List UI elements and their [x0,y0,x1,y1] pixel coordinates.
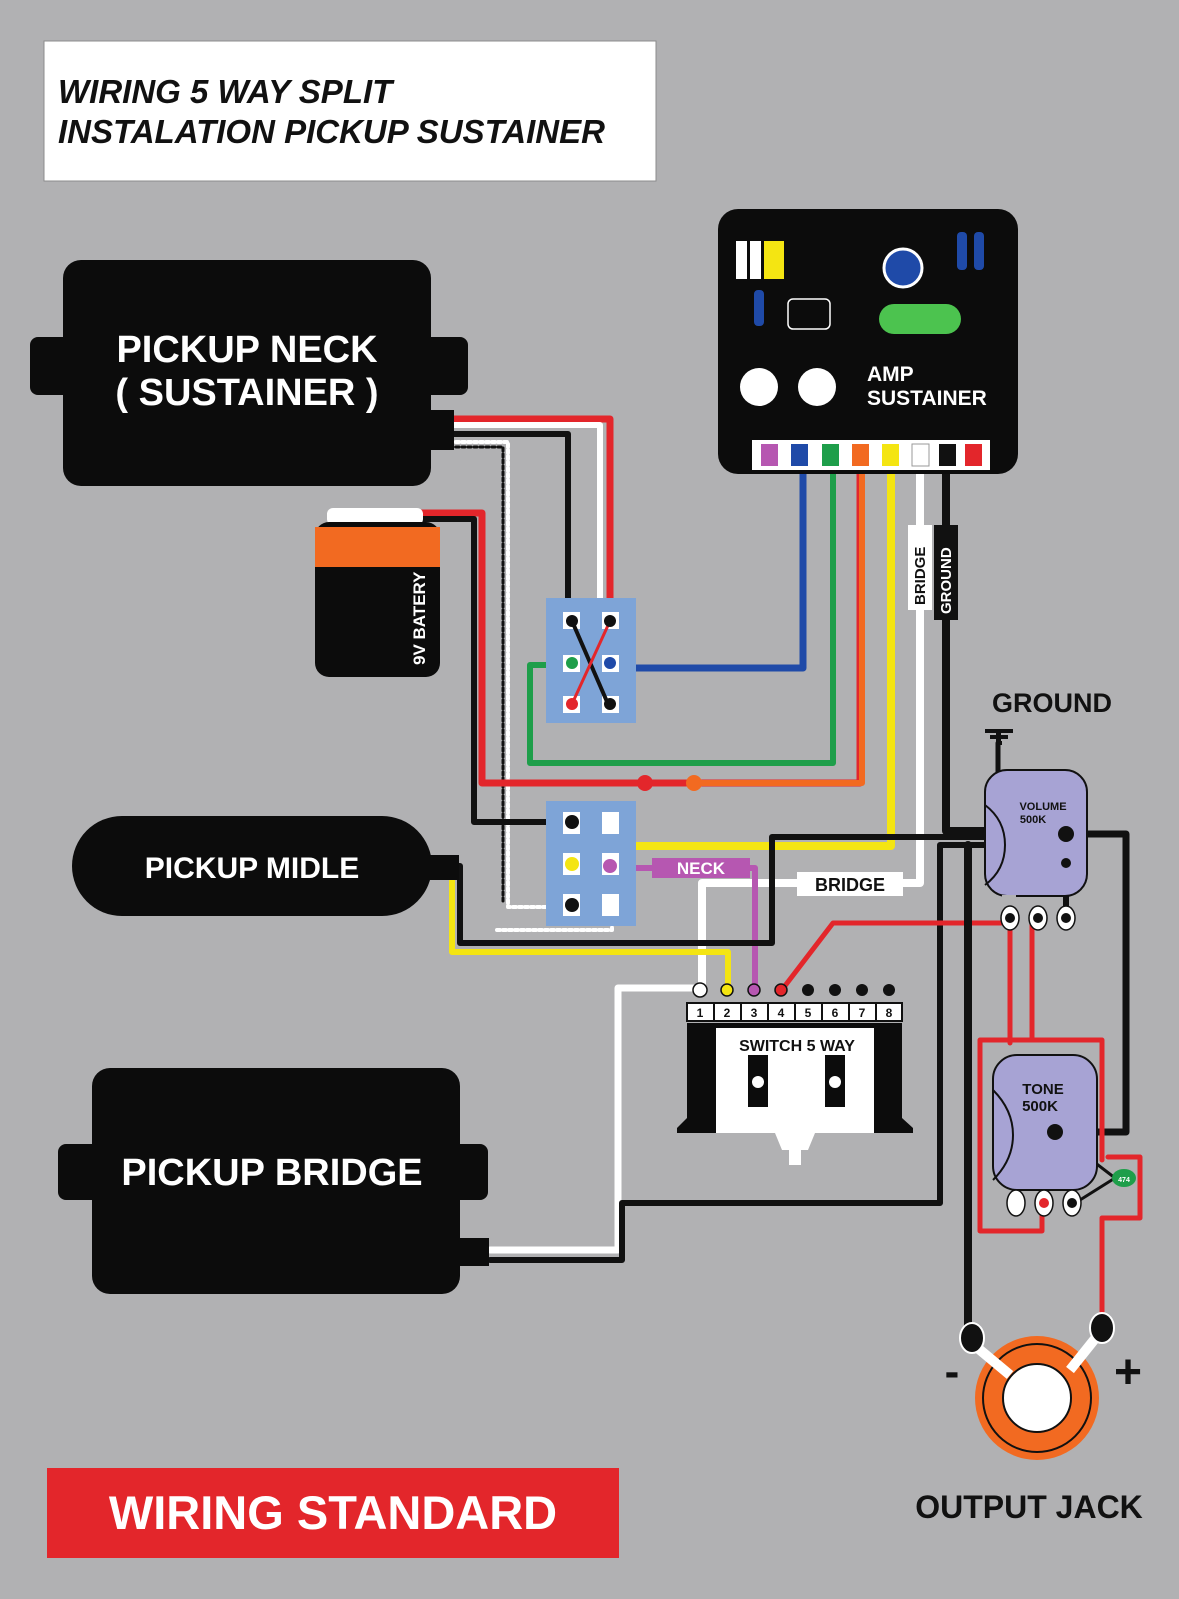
red-junction-dot [637,775,653,791]
amp-sustainer-board: AMP SUSTAINER [718,209,1018,474]
push-pull-switch-upper [546,598,636,723]
footer-label: WIRING STANDARD [109,1486,557,1539]
bridge-white-wire [486,984,704,1254]
jack-minus: - [945,1347,960,1396]
amp-blue-wire [608,451,807,672]
ground-label: GROUND [992,688,1112,718]
switch-terminal-5: 5 [805,1006,812,1020]
jack-red-tone-loop [992,1037,1105,1163]
volume-label: VOLUME [1019,801,1066,813]
neck-white-wire [449,422,603,623]
tone-pot: TONE 500K 474 [992,1054,1136,1217]
switch-terminal-3: 3 [751,1006,758,1020]
ground-vertical-label: GROUND [934,525,958,620]
amp-label-line-2: SUSTAINER [867,387,987,410]
bridge-vertical-label: BRIDGE [908,525,932,610]
bridge-wire-text: BRIDGE [815,875,885,895]
neck-wire-label: NECK [652,858,750,878]
amp-label-line-1: AMP [867,363,914,386]
switch-red-wire [778,920,1008,994]
pickup-middle: PICKUP MIDLE [72,816,459,916]
amp-orange-wire [692,452,865,786]
bridge-vertical-text: BRIDGE [912,547,929,605]
jack-plus: + [1114,1346,1142,1399]
title-box: WIRING 5 WAY SPLIT INSTALATION PICKUP SU… [43,40,657,182]
ground-vertical-text: GROUND [938,547,955,614]
bridge-wire-label: BRIDGE [797,872,903,896]
neck-red-wire [448,415,614,629]
switch-terminal-8: 8 [886,1006,893,1020]
volume-red-to-tone [977,922,1045,1234]
title-line-2: INSTALATION PICKUP SUSTAINER [58,113,605,150]
volume-pot: VOLUME 500K [984,769,1088,931]
pickup-neck-label: PICKUP NECK [116,329,378,371]
title-line-1: WIRING 5 WAY SPLIT [58,73,395,110]
switch-terminal-2: 2 [724,1006,731,1020]
neck-black-wire [449,431,571,623]
neck-shield-dotted [430,440,570,909]
jack-red-plus [1099,1154,1143,1333]
switch-terminal-7: 7 [859,1006,866,1020]
neck-shield-dotted-inner [430,445,505,905]
output-jack: - + OUTPUT JACK [915,1312,1143,1525]
push-pull-switch-lower [546,801,636,926]
switch-terminal-4: 4 [778,1006,785,1020]
pickup-neck-sublabel: ( SUSTAINER ) [115,372,378,414]
output-jack-label: OUTPUT JACK [915,1489,1143,1525]
capacitor [1112,1169,1136,1187]
pickup-neck: PICKUP NECK ( SUSTAINER ) [30,260,468,486]
battery-9v: 9V BATERY [315,508,440,677]
wiring-standard-banner: WIRING STANDARD [47,1468,619,1558]
tone-value: 500K [1022,1098,1058,1115]
battery-red-wire [416,451,864,787]
tone-label: TONE [1022,1081,1063,1098]
battery-black-wire [417,516,571,825]
pickup-middle-label: PICKUP MIDLE [145,852,359,885]
battery-label: 9V BATERY [410,571,429,665]
switch-terminal-6: 6 [832,1006,839,1020]
pickup-bridge: PICKUP BRIDGE [58,1068,489,1294]
orange-junction-dot [686,775,702,791]
switch-5-way: 1 2 3 4 5 6 7 8 SWITCH 5 WAY [677,982,913,1165]
bridge-black-wire [487,842,1003,1263]
amp-green-wire [527,452,836,766]
neck-wire-text: NECK [677,859,726,878]
middle-yellow-wire [449,877,731,993]
amp-black-ground-wire [942,451,1004,835]
switch-label: SWITCH 5 WAY [739,1038,855,1055]
volume-value: 500K [1020,814,1046,826]
capacitor-label: 474 [1118,1177,1130,1184]
pickup-bridge-label: PICKUP BRIDGE [121,1152,422,1194]
ground-symbol: GROUND [985,688,1112,745]
switch-terminal-1: 1 [697,1006,704,1020]
